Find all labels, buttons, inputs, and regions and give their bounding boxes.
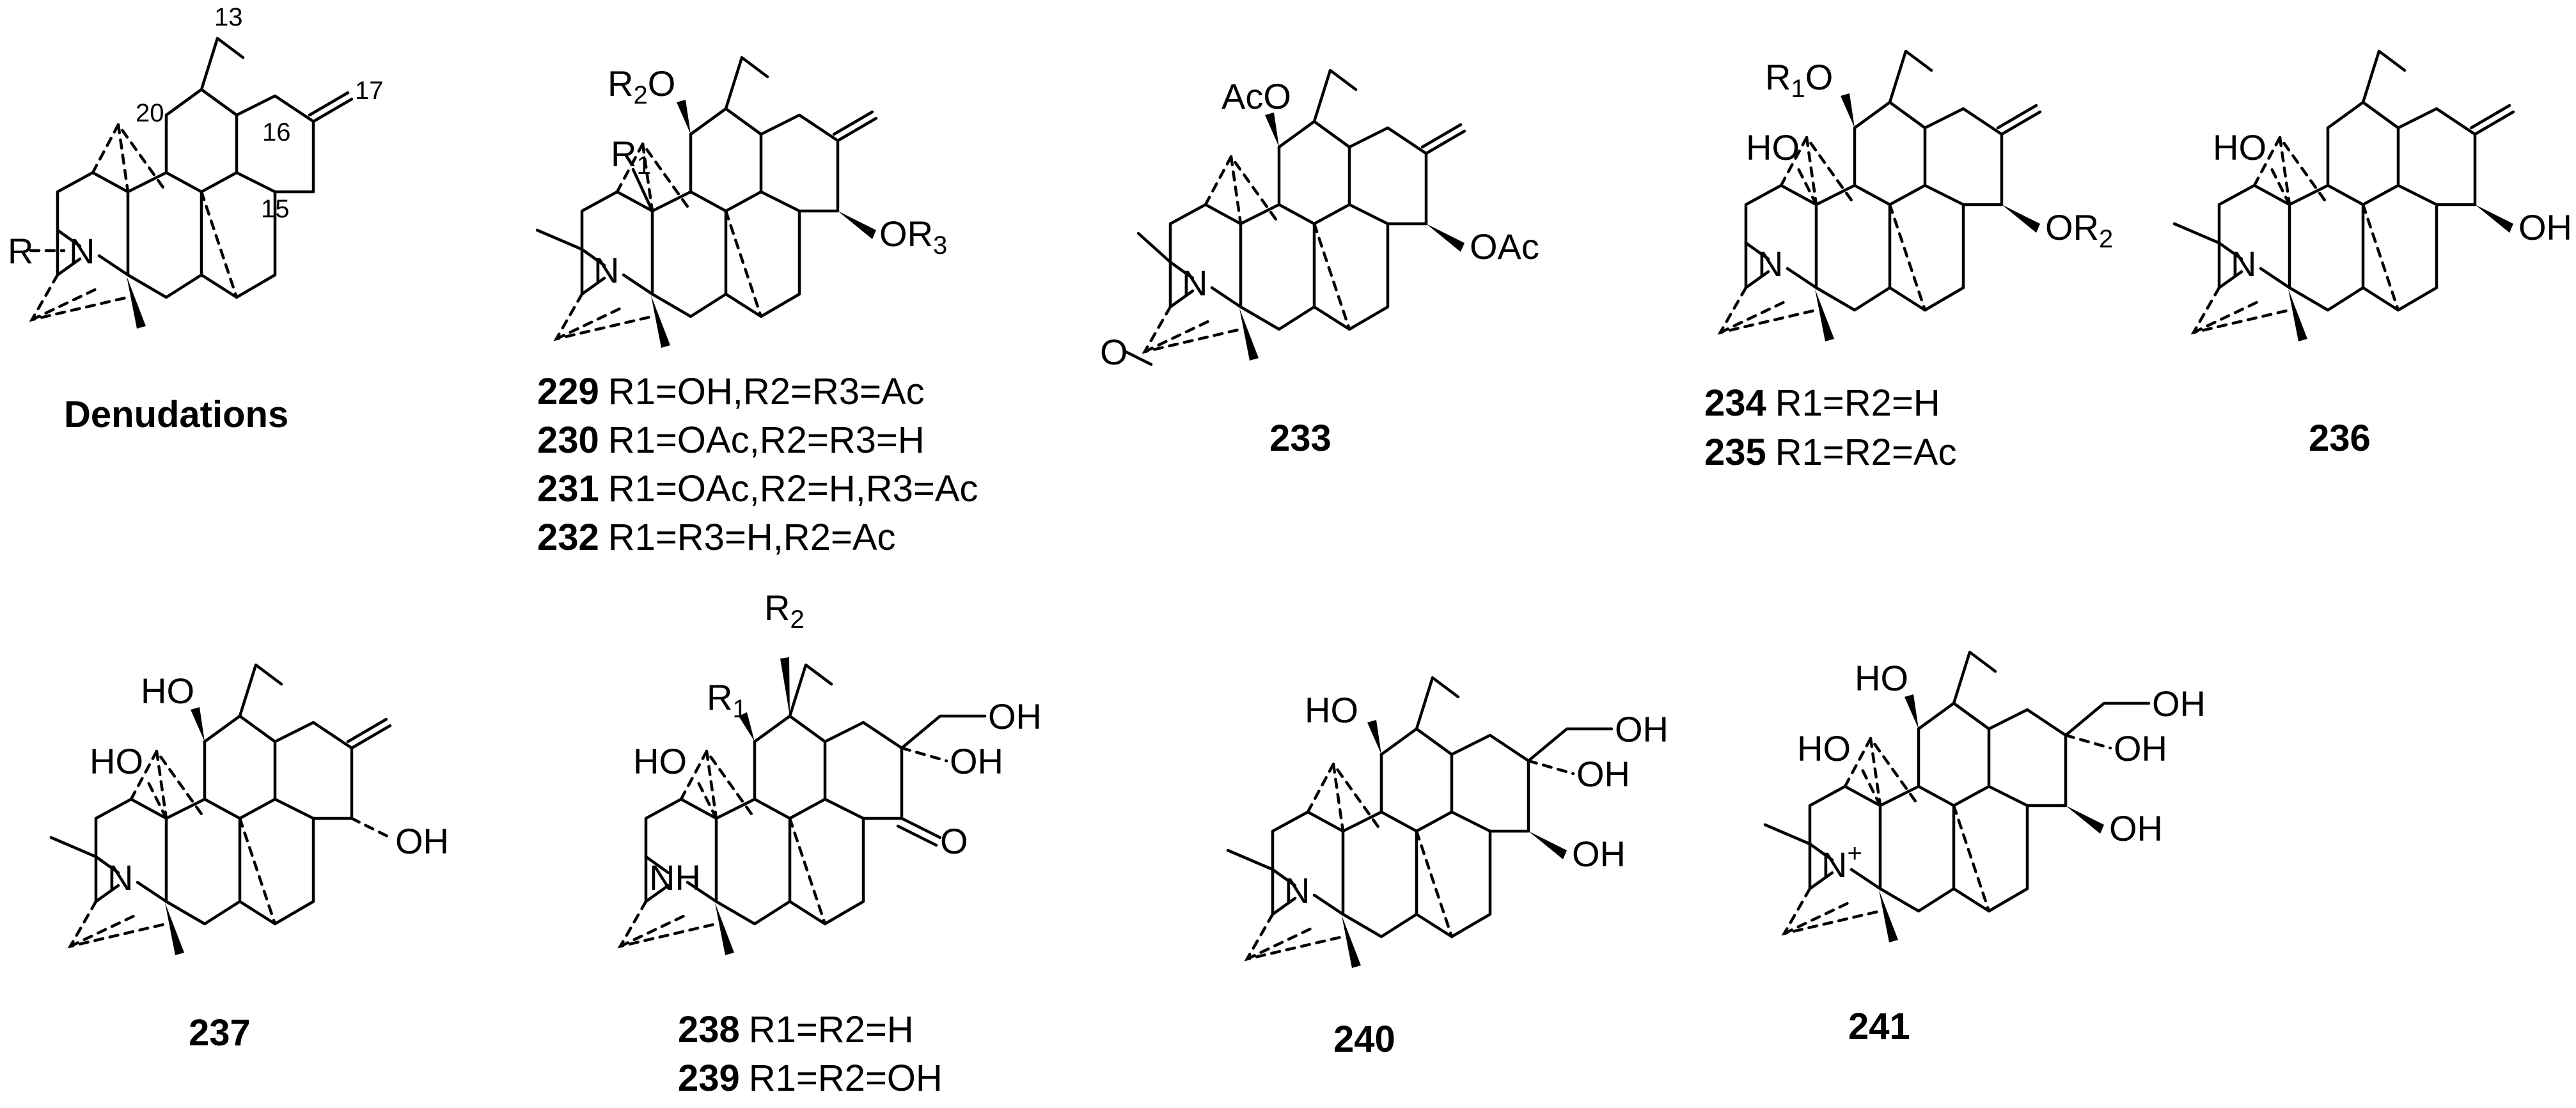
atom-r1o: R1O: [1765, 57, 1833, 103]
atom-n: N: [593, 250, 619, 290]
atom-n: N: [69, 231, 95, 271]
compound-name-denudations: Denudations: [64, 394, 288, 435]
atom-oh: OH: [395, 821, 449, 861]
atom-ho: HO: [633, 741, 687, 781]
atom-n-plus: N+: [1821, 839, 1862, 885]
label-240: 240: [1333, 1018, 1395, 1060]
atom-ketone-o: O: [940, 821, 968, 861]
atom-n: N: [107, 857, 133, 898]
atom-oh: OH: [950, 741, 1003, 781]
atom-or2: OR2: [2045, 207, 2113, 253]
label-233: 233: [1269, 417, 1331, 459]
atom-ch2oh: OH: [2152, 683, 2206, 724]
atom-ho-11: HO: [141, 671, 194, 711]
structure-240: N HO OH OH OH: [1226, 678, 1669, 968]
atom-ho: HO: [2213, 127, 2266, 168]
atom-n: N: [1284, 870, 1310, 910]
atom-oh-15: OH: [1572, 834, 1626, 874]
atom-r2o: R2O: [608, 63, 675, 109]
locant-13: 13: [214, 3, 243, 31]
locant-15: 15: [261, 195, 290, 223]
atom-ho: HO: [1305, 690, 1358, 730]
atom-r2: R2: [764, 588, 805, 634]
atom-or3: OR3: [879, 214, 947, 260]
label-236: 236: [2309, 417, 2371, 459]
atom-oh: OH: [2518, 207, 2572, 247]
structure-229-232: N R1 R2O OR3: [535, 58, 947, 348]
structure-241: N+ HO HO OH OH OH: [1763, 652, 2206, 942]
structure-236: N HO OH: [2172, 51, 2572, 341]
locant-17: 17: [355, 77, 384, 105]
atom-r: R: [8, 231, 33, 271]
label-241: 241: [1848, 1006, 1910, 1047]
atom-o: O: [1100, 332, 1128, 372]
atom-n: N: [1757, 244, 1783, 284]
atom-oh-16: OH: [2114, 728, 2167, 769]
atom-nh: NH: [649, 857, 701, 898]
atom-n: N: [2231, 244, 2256, 284]
structure-237: N HO HO OH: [49, 665, 449, 955]
atom-ho-1: HO: [1797, 728, 1851, 769]
atom-n: N: [1182, 263, 1207, 303]
locant-16: 16: [262, 118, 291, 146]
locant-20: 20: [136, 99, 164, 127]
atom-ho: HO: [1746, 127, 1800, 168]
structure-238-239: O NH HO R1 R2 OH OH: [620, 588, 1042, 955]
atom-oh-15: OH: [2109, 808, 2163, 848]
structure-234-235: N HO R1O OR2: [1720, 51, 2113, 341]
atom-oac: OAc: [1470, 226, 1539, 267]
atom-ho-1: HO: [90, 741, 143, 781]
label-237: 237: [189, 1012, 251, 1054]
structure-233: N O AcO OAc: [1100, 70, 1539, 372]
structure-denudations: N R 13 16 15 17 20: [8, 3, 384, 329]
atom-oh-16: OH: [1576, 754, 1630, 794]
atom-ch2oh: OH: [1615, 709, 1669, 749]
atom-ch2oh: OH: [988, 696, 1042, 737]
atom-ho-11: HO: [1855, 658, 1908, 698]
atom-r1: R1: [707, 677, 747, 723]
atom-aco: AcO: [1221, 76, 1291, 116]
atom-r1: R1: [611, 134, 651, 180]
